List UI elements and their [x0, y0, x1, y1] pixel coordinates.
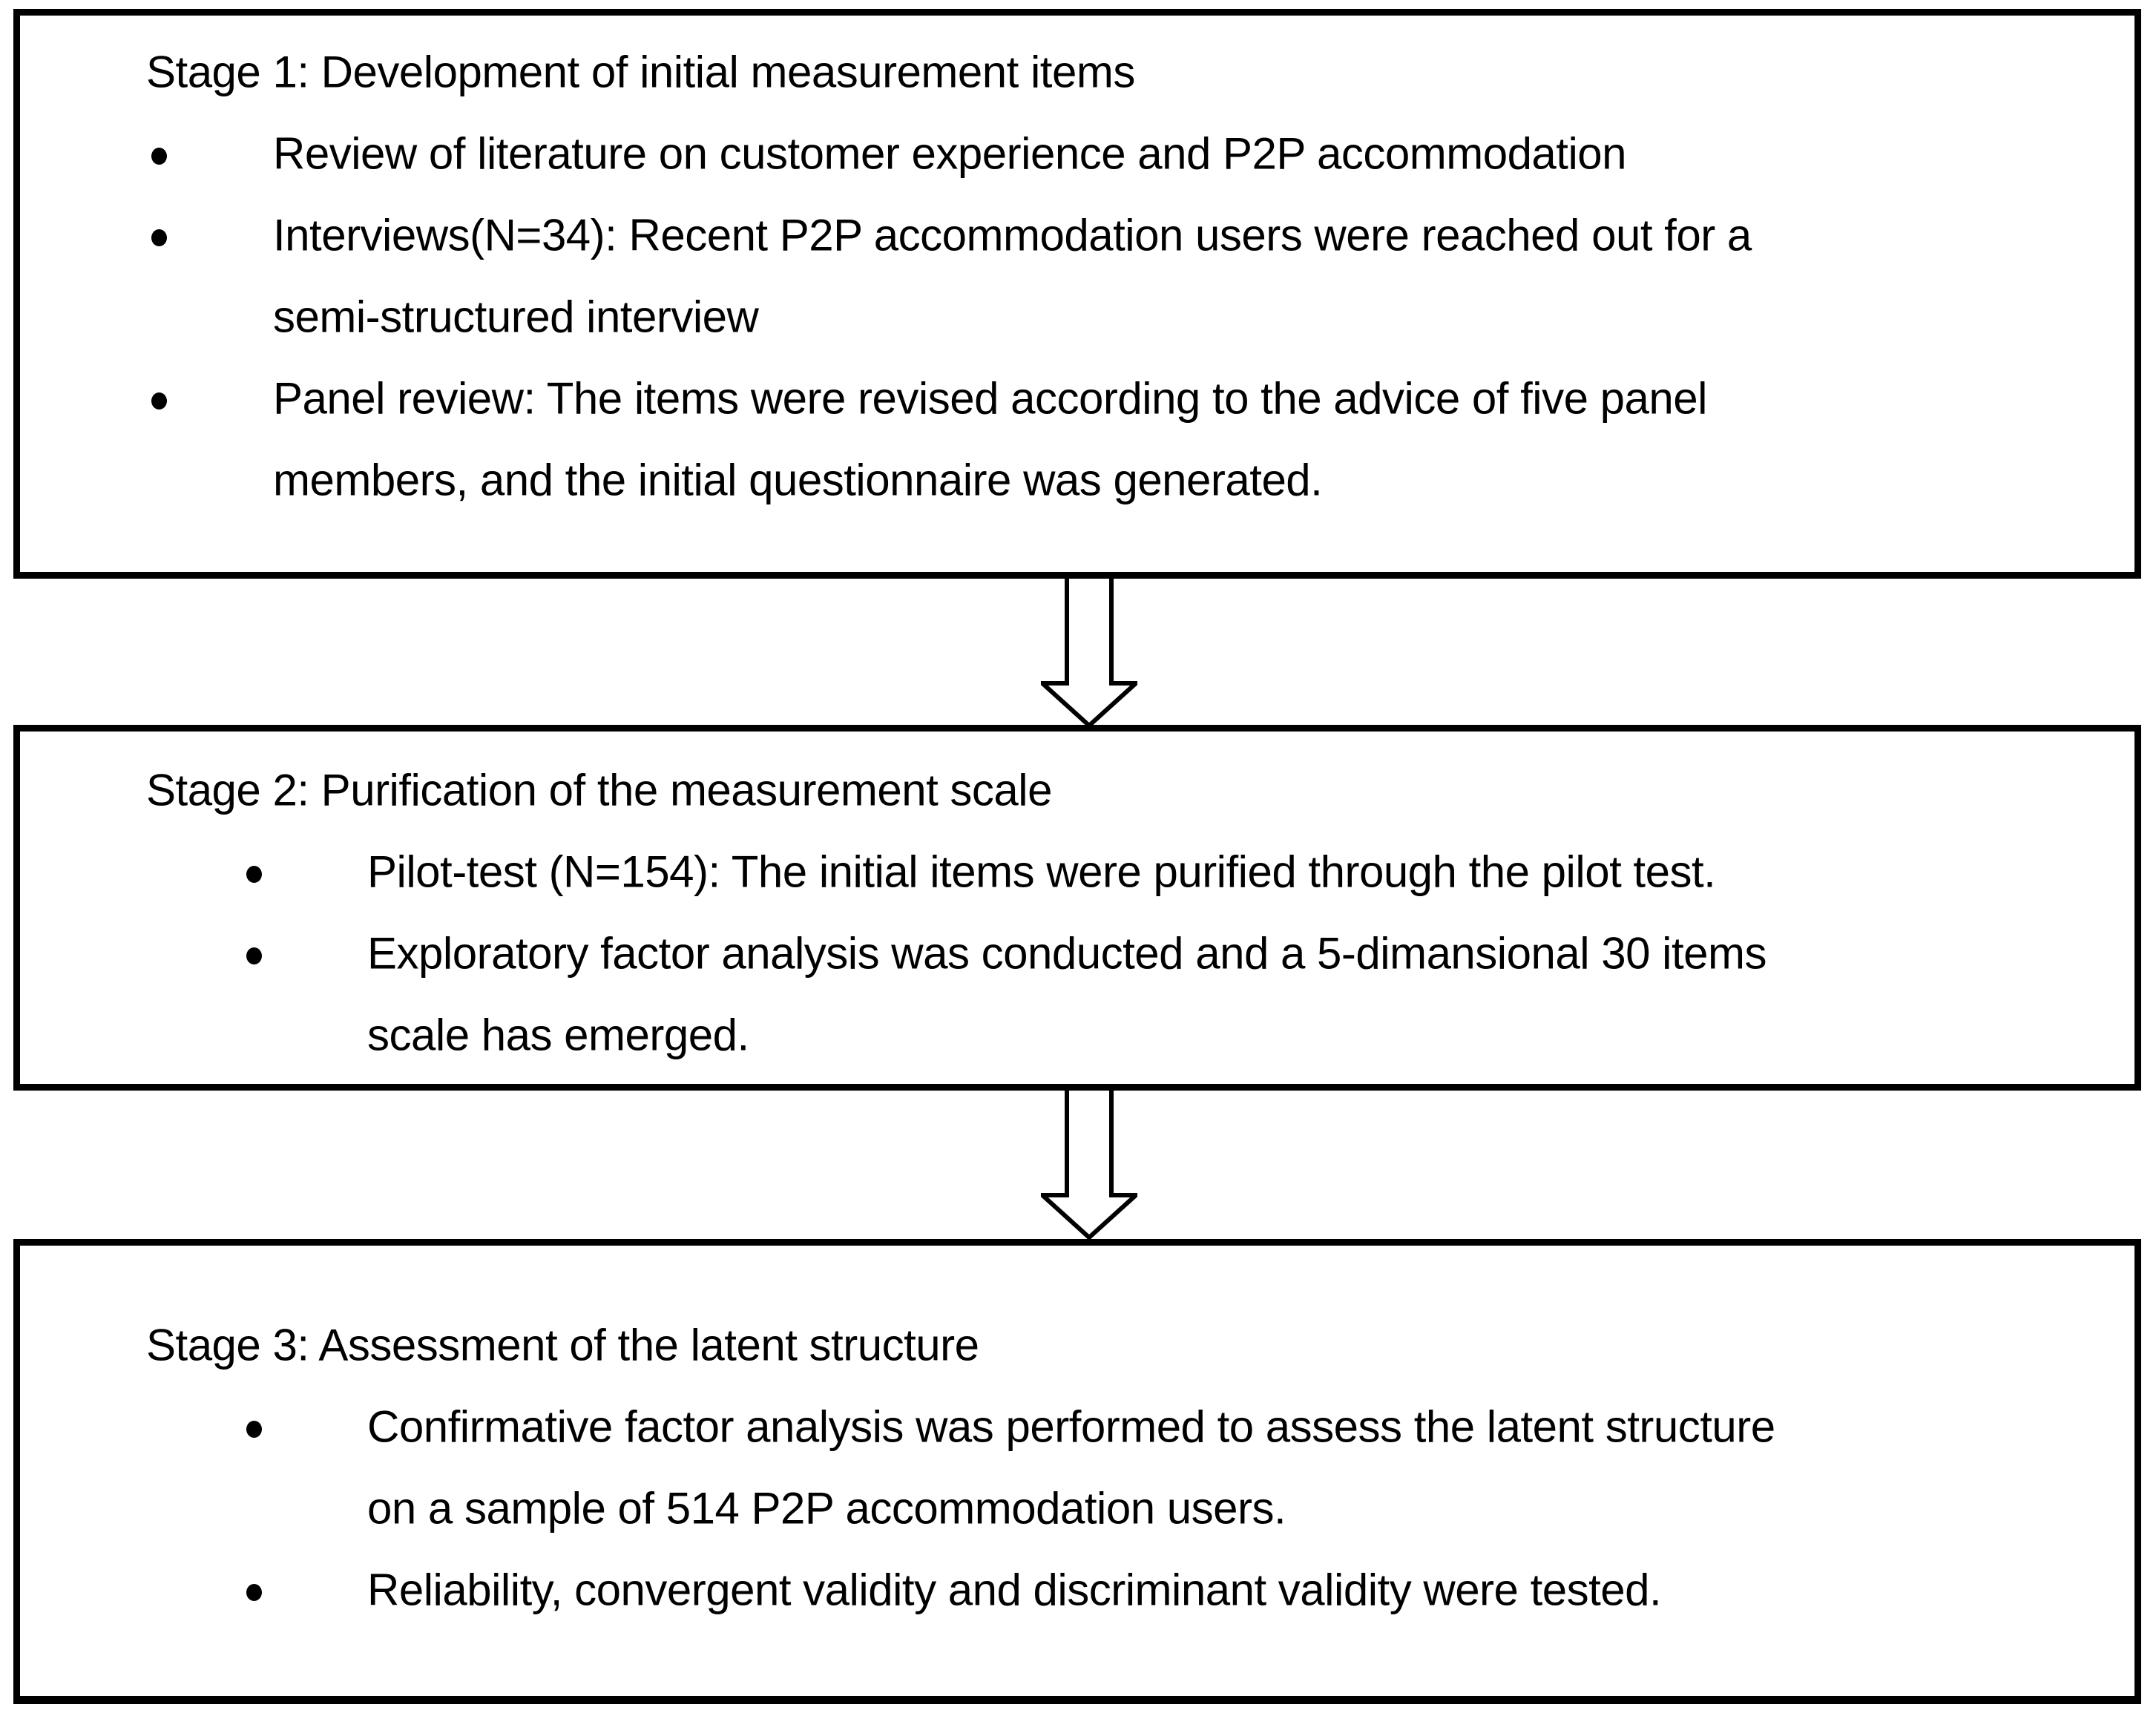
bullet-dot-icon: [151, 392, 167, 410]
bullet-text: Reliability, convergent validity and dis…: [367, 1565, 1662, 1615]
stage-2-title: Stage 2: Purification of the measurement…: [20, 749, 2134, 831]
continuation-line: members, and the initial questionnaire w…: [20, 439, 2134, 521]
bullet-line: Exploratory factor analysis was conducte…: [20, 913, 2134, 994]
bullet-text: scale has emerged.: [367, 1010, 749, 1060]
bullet-line: Confirmative factor analysis was perform…: [20, 1386, 2134, 1467]
bullet-text: Panel review: The items were revised acc…: [273, 373, 1707, 424]
bullet-dot-icon: [246, 947, 262, 964]
bullet-line: Review of literature on customer experie…: [20, 113, 2134, 194]
stage-2-box: Stage 2: Purification of the measurement…: [13, 725, 2141, 1091]
down-arrow-icon: [1041, 1088, 1137, 1240]
bullet-text: on a sample of 514 P2P accommodation use…: [367, 1483, 1286, 1533]
continuation-line: semi-structured interview: [20, 276, 2134, 358]
stage-title-text: Stage 2: Purification of the measurement…: [146, 765, 1053, 815]
bullet-text: semi-structured interview: [273, 292, 759, 342]
stage-title-text: Stage 3: Assessment of the latent struct…: [146, 1320, 979, 1370]
bullet-dot-icon: [151, 148, 167, 165]
bullet-text: Confirmative factor analysis was perform…: [367, 1401, 1775, 1452]
bullet-text: Interviews(N=34): Recent P2P accommodati…: [273, 210, 1752, 260]
stage-1-title: Stage 1: Development of initial measurem…: [20, 31, 2134, 113]
bullet-dot-icon: [246, 866, 262, 883]
bullet-text: Pilot-test (N=154): The initial items we…: [367, 847, 1716, 897]
bullet-text: Exploratory factor analysis was conducte…: [367, 928, 1767, 979]
bullet-line: Panel review: The items were revised acc…: [20, 358, 2134, 439]
bullet-text: Review of literature on customer experie…: [273, 128, 1627, 179]
bullet-text: members, and the initial questionnaire w…: [273, 455, 1323, 505]
stage-1-box: Stage 1: Development of initial measurem…: [13, 9, 2141, 579]
stage-title-text: Stage 1: Development of initial measurem…: [146, 47, 1135, 97]
stage-3-title: Stage 3: Assessment of the latent struct…: [20, 1304, 2134, 1386]
down-arrow-icon: [1041, 576, 1137, 728]
bullet-line: Reliability, convergent validity and dis…: [20, 1549, 2134, 1631]
bullet-line: Pilot-test (N=154): The initial items we…: [20, 831, 2134, 913]
continuation-line: scale has emerged.: [20, 994, 2134, 1076]
bullet-dot-icon: [246, 1421, 262, 1438]
stage-3-box: Stage 3: Assessment of the latent struct…: [13, 1239, 2141, 1704]
continuation-line: on a sample of 514 P2P accommodation use…: [20, 1467, 2134, 1549]
bullet-dot-icon: [151, 229, 167, 246]
bullet-line: Interviews(N=34): Recent P2P accommodati…: [20, 194, 2134, 276]
bullet-dot-icon: [246, 1584, 262, 1601]
